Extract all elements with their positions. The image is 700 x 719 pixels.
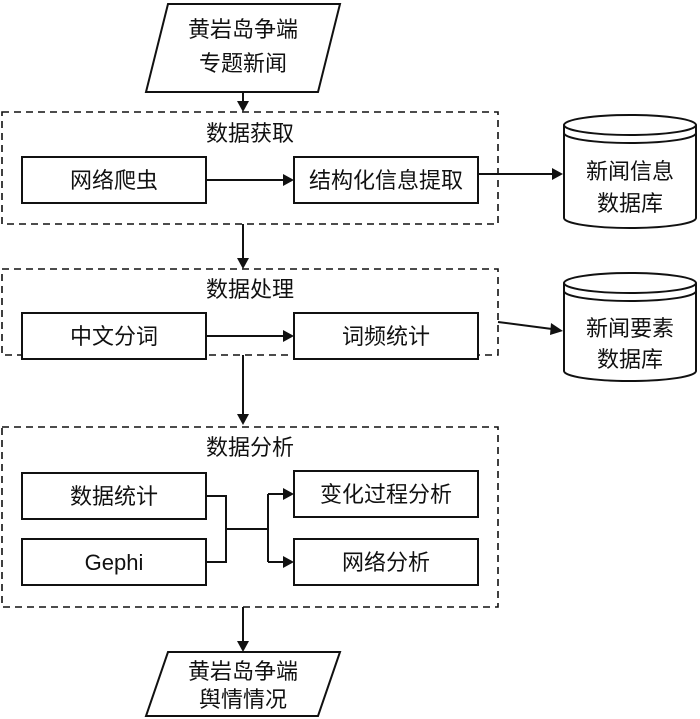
statistics-label: 数据统计: [70, 485, 158, 510]
network-analysis-box: [293, 538, 479, 586]
arrow-segmentation-to-frequency: [206, 330, 294, 342]
processing-title: 数据处理: [206, 278, 294, 303]
input-parallelogram: [144, 3, 342, 93]
arrow-analysis-to-output: [237, 607, 249, 652]
output-label-line1: 黄岩岛争端: [188, 660, 298, 685]
analysis-connector: [206, 488, 294, 568]
news-info-database: 新闻信息 数据库: [563, 114, 697, 229]
frequency-label: 词频统计: [342, 325, 430, 350]
news-info-database-top: [563, 114, 697, 136]
processing-group: 数据处理 中文分词 词频统计: [1, 268, 499, 360]
segmentation-label: 中文分词: [70, 325, 158, 350]
arrow-acquisition-to-processing: [237, 224, 249, 269]
analysis-title: 数据分析: [206, 436, 294, 461]
news-info-database-line1: 新闻信息: [586, 160, 674, 185]
arrow-input-to-acquisition: [237, 92, 249, 112]
output-parallelogram: [144, 651, 342, 717]
news-elements-database-line1: 新闻要素: [586, 317, 674, 342]
news-info-database-line2: 数据库: [597, 192, 663, 217]
arrow-processing-to-analysis: [237, 355, 249, 425]
arrow-crawler-to-extraction: [206, 174, 294, 186]
input-node: 黄岩岛争端 专题新闻: [144, 3, 342, 93]
news-elements-database: 新闻要素 数据库: [563, 272, 697, 382]
news-info-database-body: [563, 125, 697, 229]
processing-frame: [1, 268, 499, 356]
news-elements-database-top: [563, 272, 697, 294]
change-process-label: 变化过程分析: [320, 483, 452, 508]
acquisition-title: 数据获取: [206, 122, 294, 147]
news-elements-database-body: [563, 283, 697, 382]
input-label-line2: 专题新闻: [199, 52, 287, 77]
arrow-frequency-to-elements-db: [497, 321, 563, 335]
input-label-line1: 黄岩岛争端: [188, 18, 298, 43]
extraction-label: 结构化信息提取: [309, 169, 463, 194]
crawler-label: 网络爬虫: [70, 169, 158, 194]
acquisition-group: 数据获取 网络爬虫 结构化信息提取: [1, 111, 499, 225]
output-node: 黄岩岛争端 舆情情况: [144, 651, 342, 717]
network-analysis-label: 网络分析: [342, 551, 430, 576]
acquisition-frame: [1, 111, 499, 225]
statistics-box: [21, 472, 207, 520]
output-label-line2: 舆情情况: [199, 688, 287, 713]
analysis-group: 数据分析 数据统计 Gephi 变化过程分析 网络分析: [1, 426, 499, 608]
crawler-box: [21, 156, 207, 204]
extraction-box: [293, 156, 479, 204]
change-process-box: [293, 470, 479, 518]
frequency-box: [293, 312, 479, 360]
news-elements-database-line2: 数据库: [597, 348, 663, 373]
analysis-frame: [1, 426, 499, 608]
gephi-box: [21, 538, 207, 586]
arrow-extraction-to-news-db: [478, 168, 563, 180]
gephi-label: Gephi: [85, 550, 144, 575]
